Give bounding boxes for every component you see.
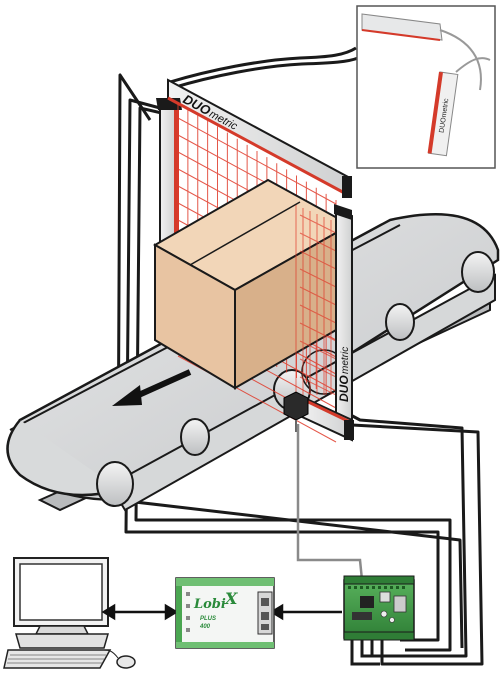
brand-logo-main: DUO (337, 375, 351, 402)
brand-logo-top: DUO metric (181, 91, 240, 133)
mouse-icon (103, 649, 136, 669)
light-beam (299, 286, 337, 306)
light-beam (299, 358, 337, 378)
roller (461, 251, 495, 293)
light-beam (299, 304, 337, 324)
light-beam (299, 376, 337, 396)
brand-logo-sub: metric (340, 347, 351, 374)
roller (180, 418, 210, 456)
inset-logo-sub: metric (441, 98, 451, 118)
brand-logo-side: DUO metric (337, 347, 351, 402)
light-curtain-front (299, 204, 354, 442)
light-beam (177, 117, 337, 205)
lobix-line1: PLUS (200, 616, 216, 622)
interface-board (343, 575, 415, 666)
inset-logo-main: DUO (439, 116, 448, 133)
link-arrow-computer-controller (101, 603, 179, 621)
lobix-logo-name: Lobi (193, 597, 226, 612)
lobix-line2: 400 (199, 624, 211, 630)
light-beam (299, 322, 337, 342)
light-beam (299, 268, 337, 288)
direction-arrow-icon (112, 369, 192, 406)
light-beam (299, 340, 337, 360)
lobix-controller: Lobi X PLUS 400 (175, 577, 275, 649)
light-beam (299, 214, 337, 234)
encoder-cable (296, 424, 364, 581)
light-beam (299, 232, 337, 252)
encoder-icon (283, 391, 309, 432)
link-arrow-board-controller (269, 603, 342, 621)
svg-text:DUOmetric: DUOmetric (439, 98, 451, 134)
computer-icon (3, 557, 112, 669)
light-beam (299, 250, 337, 270)
sensor-detail-inset: DUOmetric (356, 5, 496, 169)
lobix-logo-mark: X (224, 589, 238, 608)
roller (385, 303, 415, 341)
